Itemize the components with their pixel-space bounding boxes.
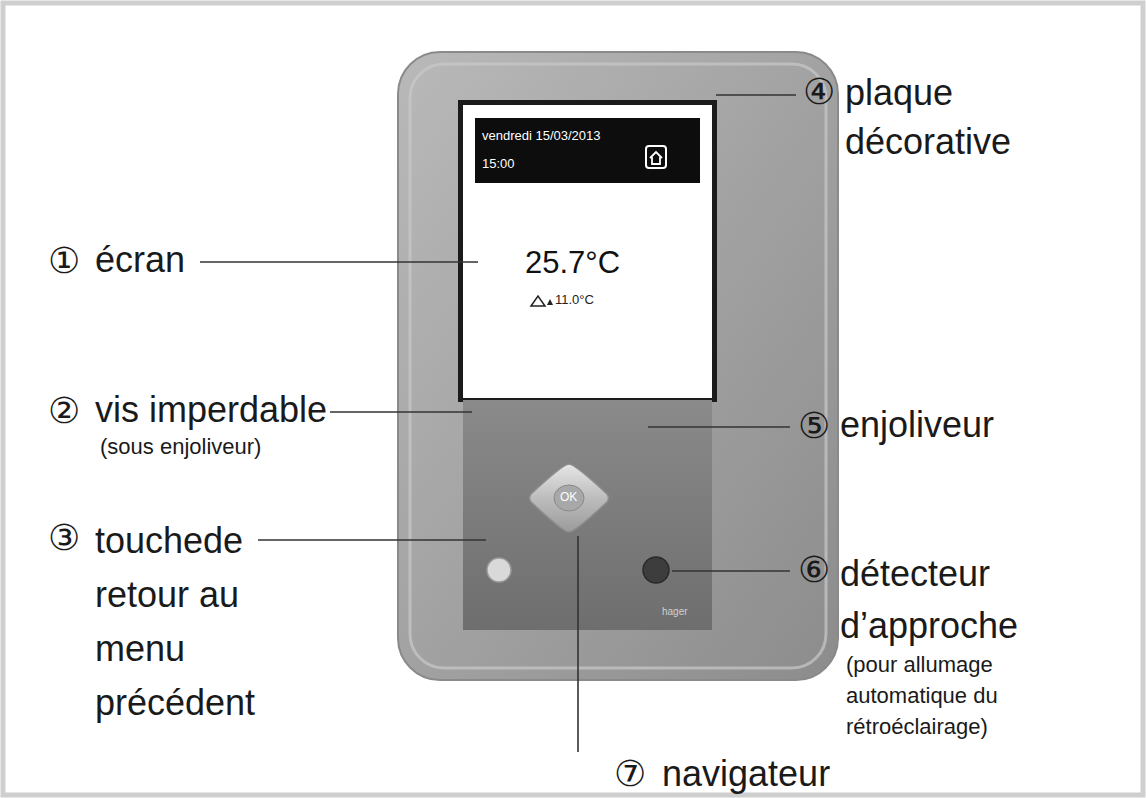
leader-line bbox=[648, 426, 790, 428]
time-text: 15:00 bbox=[482, 157, 515, 172]
callout-number: ② bbox=[48, 390, 80, 431]
leader-line bbox=[330, 411, 472, 413]
trim-cover bbox=[463, 400, 712, 630]
proximity-detector bbox=[643, 557, 669, 583]
diamond-shape bbox=[530, 464, 609, 532]
screen-header-band bbox=[475, 118, 700, 183]
decorative-plate bbox=[398, 52, 838, 680]
indoor-temperature: 25.7°C bbox=[525, 245, 620, 281]
plate-highlight bbox=[410, 64, 826, 668]
house-icon bbox=[646, 146, 666, 168]
date-text: vendredi 15/03/2013 bbox=[482, 129, 601, 144]
part-note: (pour allumage automatique du rétroéclai… bbox=[846, 650, 1021, 742]
screen bbox=[463, 105, 712, 398]
callout-number: ③ bbox=[48, 517, 80, 558]
screen-display: vendredi 15/03/2013 15:00 25.7°C 11.0°C bbox=[463, 105, 712, 398]
callout-number: ① bbox=[48, 240, 80, 281]
outdoor-icon bbox=[531, 296, 553, 306]
callout-number: ⑤ bbox=[798, 405, 830, 446]
part-name: plaque décorative bbox=[845, 69, 1045, 166]
leader-line bbox=[258, 539, 486, 541]
part-name: écran bbox=[95, 239, 185, 280]
part-name: enjoliveur bbox=[840, 404, 994, 445]
brand-logo: hager bbox=[662, 606, 688, 618]
frame bbox=[3, 3, 1143, 795]
ok-navigator: OK bbox=[527, 462, 611, 534]
ok-text: OK bbox=[560, 491, 577, 505]
part-name: touchede retour au menu précédent bbox=[95, 514, 265, 730]
leader-line bbox=[672, 570, 790, 572]
part-note: (sous enjoliveur) bbox=[100, 434, 261, 459]
screen-bezel bbox=[458, 100, 717, 402]
leader-line bbox=[716, 94, 796, 96]
callout-number: ⑥ bbox=[798, 549, 830, 590]
leader-line bbox=[200, 261, 478, 263]
part-name: détecteur d’approche bbox=[840, 548, 1080, 652]
callout-number: ④ bbox=[803, 71, 835, 112]
back-button bbox=[487, 558, 511, 582]
callout-number: ⑦ bbox=[614, 753, 646, 794]
part-name: vis imperdable bbox=[95, 389, 327, 430]
outdoor-temperature: 11.0°C bbox=[555, 293, 594, 308]
ok-key bbox=[554, 485, 584, 511]
leader-line bbox=[577, 536, 579, 752]
part-name: navigateur bbox=[662, 753, 830, 794]
